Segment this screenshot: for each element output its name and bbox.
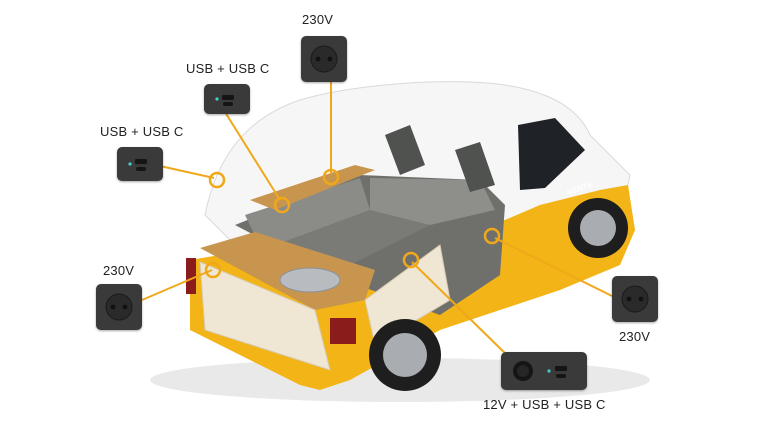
leader-bottom-12v (411, 261, 513, 361)
leader-side-usb (159, 165, 215, 179)
label-side-usb: USB + USB C (100, 124, 184, 139)
van-sink (279, 267, 341, 293)
ring-top-230v (322, 168, 340, 186)
outlet-bottom-12v-usb (501, 352, 587, 390)
12v-usb-port-icon (513, 361, 567, 381)
van-taillight-right (330, 318, 356, 344)
outlet-rear-usb (204, 84, 250, 114)
van-rim-rear (383, 333, 427, 377)
label-kitchen-230v: 230V (103, 263, 135, 278)
ring-side-usb (208, 171, 226, 189)
label-top-230v: 230V (302, 12, 334, 27)
ring-bottom-12v (402, 251, 420, 269)
leader-right-230v (494, 237, 613, 297)
schuko-socket-icon (310, 45, 338, 73)
usb-port-icon (215, 95, 234, 106)
label-right-230v: 230V (619, 329, 651, 344)
ring-right-230v (483, 227, 501, 245)
van-rim-front (580, 210, 616, 246)
label-bottom-12v-usb: 12V + USB + USB C (483, 397, 606, 412)
outlet-side-usb (117, 147, 163, 181)
van-front-seat-right (455, 142, 495, 192)
usb-port-icon (128, 159, 147, 171)
ring-kitchen-230v (204, 261, 222, 279)
van-windshield (518, 118, 585, 190)
van-kitchen-counter (200, 232, 375, 310)
van-front-seat-left (385, 125, 425, 175)
van-kitchen-cabinet (199, 261, 331, 371)
schuko-socket-icon (105, 293, 133, 321)
outlet-right-230v (612, 276, 658, 322)
leader-rear-usb (224, 111, 281, 201)
ring-rear-usb (273, 196, 291, 214)
leader-kitchen-230v (141, 269, 213, 301)
outlet-top-230v (301, 36, 347, 82)
van-side-cushion (370, 178, 495, 225)
van-taillight-left (186, 258, 196, 294)
outlet-kitchen-230v (96, 284, 142, 330)
schuko-socket-icon (621, 285, 649, 313)
label-rear-usb: USB + USB C (186, 61, 270, 76)
van-bench-back (245, 178, 370, 250)
